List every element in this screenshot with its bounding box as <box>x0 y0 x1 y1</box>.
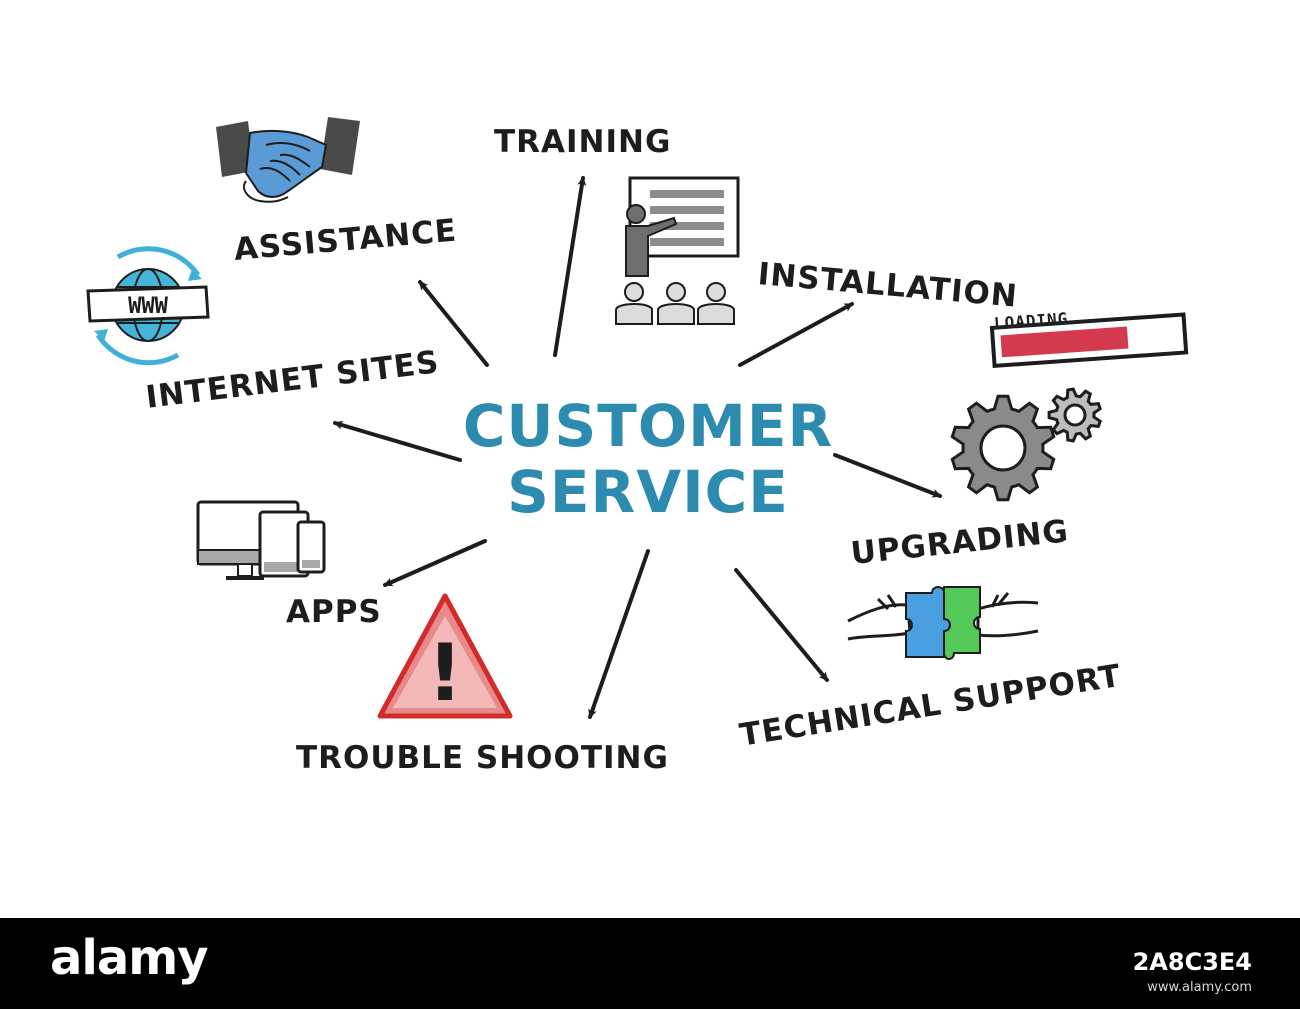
brand-logo: alamy <box>50 930 209 986</box>
puzzle-hands-icon <box>847 586 1039 660</box>
node-label-apps: APPS <box>286 594 382 630</box>
presentation-icon <box>615 176 740 325</box>
edge-arrow-internet-sites <box>333 420 462 462</box>
edge-arrow-upgrading <box>833 453 942 498</box>
edge-arrow-technical-support <box>734 568 829 682</box>
globe-www-icon: WWW <box>86 246 210 366</box>
warning-glyph: ! <box>427 629 463 719</box>
edge-arrow-training <box>553 176 587 357</box>
edge-arrow-trouble-shooting <box>588 549 650 719</box>
node-label-training: TRAINING <box>494 124 672 160</box>
footer-bar: alamy 2A8C3E4 www.alamy.com <box>0 918 1300 1009</box>
loading-bar-icon <box>989 312 1189 368</box>
devices-icon <box>196 500 326 580</box>
gears-icon <box>950 387 1102 502</box>
edge-arrow-apps <box>383 539 487 587</box>
handshake-icon <box>216 117 360 203</box>
loading-progress-fill <box>1000 326 1129 358</box>
mind-map: WWW <box>86 117 1189 719</box>
diagram-canvas: WWW <box>86 117 1189 776</box>
center-title-line2: SERVICE <box>507 458 789 526</box>
edge-arrow-installation <box>738 302 854 367</box>
www-text: WWW <box>128 294 168 319</box>
image-id: 2A8C3E4 <box>1132 948 1252 976</box>
footer-url: www.alamy.com <box>1147 980 1252 995</box>
warning-triangle-icon: ! <box>377 593 513 719</box>
arrows <box>333 176 942 719</box>
node-label-trouble-shooting: TROUBLE SHOOTING <box>296 740 669 776</box>
center-title-line1: CUSTOMER <box>462 392 834 460</box>
edge-arrow-assistance <box>418 280 489 367</box>
